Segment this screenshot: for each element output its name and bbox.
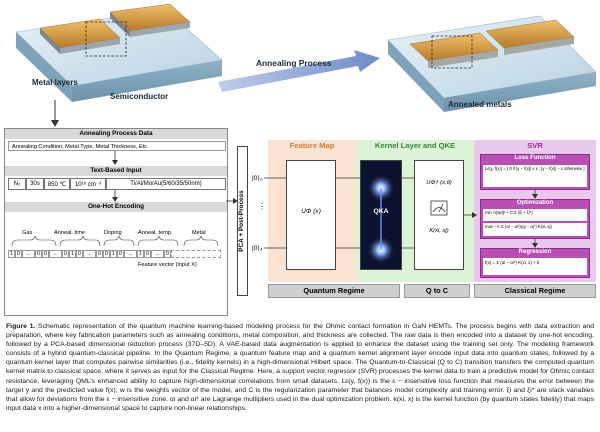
down-arrow <box>51 100 59 127</box>
semiconductor-label: Semiconductor <box>110 92 169 101</box>
bit: ... <box>124 250 137 258</box>
input-metal-cell: Ti/Al/Mo/Au(5/60/35/50nm) <box>106 178 226 190</box>
caption-label: Figure 1. <box>6 323 36 330</box>
bit: 0 <box>76 250 83 258</box>
right-dashed-selection <box>431 35 473 69</box>
group-braces <box>11 236 219 247</box>
caption-text: Schematic representation of the quantum … <box>6 323 595 412</box>
q-to-c-footer: Q to C <box>404 284 470 298</box>
group-anneal-time: Anneal. time <box>54 230 86 236</box>
bit: ... <box>151 250 164 258</box>
bit: ... <box>83 250 96 258</box>
bit: ... <box>49 250 62 258</box>
annealing-data-desc: Annealing Condition, Metal Type, Metal T… <box>8 141 226 151</box>
bit: ... <box>22 250 35 258</box>
bit: 1 <box>137 250 144 258</box>
text-input-title: Text-Based Input <box>5 166 227 176</box>
feature-map-title: Feature Map <box>289 141 335 150</box>
quantum-regime-footer: Quantum Regime <box>268 284 400 298</box>
bit: 0 <box>15 250 22 258</box>
bit: 0 <box>117 250 124 258</box>
loss-equation: Lε(y, f(x)) = { 0 if |y − f(x)| ≤ ε ; |y… <box>483 165 587 187</box>
left-dashed-selection <box>85 21 127 57</box>
opt-equation-2: max −½ Σ (αi − αi*)(αj − αj*) K(xi, xj) <box>483 223 587 236</box>
measurement-icon <box>430 200 448 216</box>
svr-title: SVR <box>527 141 543 150</box>
uphi-label: UΦ (x) <box>301 208 321 215</box>
group-anneal-temp: Anneal. temp. <box>138 230 173 236</box>
annealed-metals-label: Annealed metals <box>448 100 512 109</box>
kernel-fn-label: K(xi, xj) <box>429 228 449 234</box>
qka-glow <box>367 174 395 264</box>
figure-caption: Figure 1. Schematic representation of th… <box>6 322 594 413</box>
process-arrow <box>218 50 380 92</box>
group-metal: Metal <box>192 230 206 236</box>
pca-label: PCA + Post-Process <box>238 190 245 252</box>
bit: 0 <box>96 250 103 258</box>
udag-label: UΦ† (x,θ) <box>426 180 452 186</box>
annealing-data-title: Annealing Process Data <box>5 129 227 139</box>
feature-vector-label: Feature vector (input X) <box>138 262 197 268</box>
bit: 0 <box>164 250 171 258</box>
left-to-pca-arrow <box>226 198 238 204</box>
kernel-title: Kernel Layer and QKE <box>374 141 456 150</box>
group-gas: Gas <box>22 230 33 236</box>
feature-map-gate <box>286 160 336 270</box>
bit: 1 <box>8 250 15 258</box>
input-time-cell: 30s <box>26 178 44 190</box>
bit: 0 <box>103 250 110 258</box>
input-temp-cell: 850 ℃ <box>44 178 70 190</box>
opt-title: Optimization <box>516 200 554 206</box>
opt-to-reg-arrow <box>532 239 538 248</box>
ket-bottom: |0⟩₄ <box>252 245 263 252</box>
input-gas-cell: N₂ <box>8 178 26 190</box>
input-doping-cell: 10¹⁸ cm⁻³ <box>70 178 106 190</box>
reg-title: Regression <box>518 249 552 255</box>
one-hot-title: One-Hot Encoding <box>5 202 227 212</box>
down-arrow-3 <box>112 190 118 202</box>
bit: 0 <box>42 250 49 258</box>
metal-layers-label: Metal layers <box>32 78 78 87</box>
opt-equation-1: min ½||w||² + C Σ (ξi + ξi*) <box>483 209 587 221</box>
group-doping: Doping <box>104 230 122 236</box>
bit: 0 <box>144 250 151 258</box>
loss-to-opt-arrow <box>532 190 538 199</box>
loss-title: Loss Function <box>514 155 556 161</box>
pca-bar <box>237 146 248 296</box>
bit: 1 <box>69 250 76 258</box>
reg-equation: f(x) = Σ (αi − αi*) K(xi, x) + b <box>483 258 587 275</box>
left-metal-pads <box>39 3 191 54</box>
annealing-process-label: Annealing Process <box>256 58 332 68</box>
bit: 0 <box>35 250 42 258</box>
annealing-illustration <box>15 3 597 112</box>
ket-dots: ⋮ <box>258 202 266 211</box>
bit: 1 <box>110 250 117 258</box>
bit: 0 <box>62 250 69 258</box>
data-preparation-panel <box>4 128 228 316</box>
classical-regime-footer: Classical Regime <box>474 284 596 298</box>
bit-continuation <box>171 250 221 258</box>
down-arrow-2 <box>112 151 118 165</box>
kernel-to-svr-arrow <box>464 212 477 218</box>
qka-label: QKA <box>373 208 389 215</box>
ket-top: |0⟩₀ <box>252 175 263 182</box>
